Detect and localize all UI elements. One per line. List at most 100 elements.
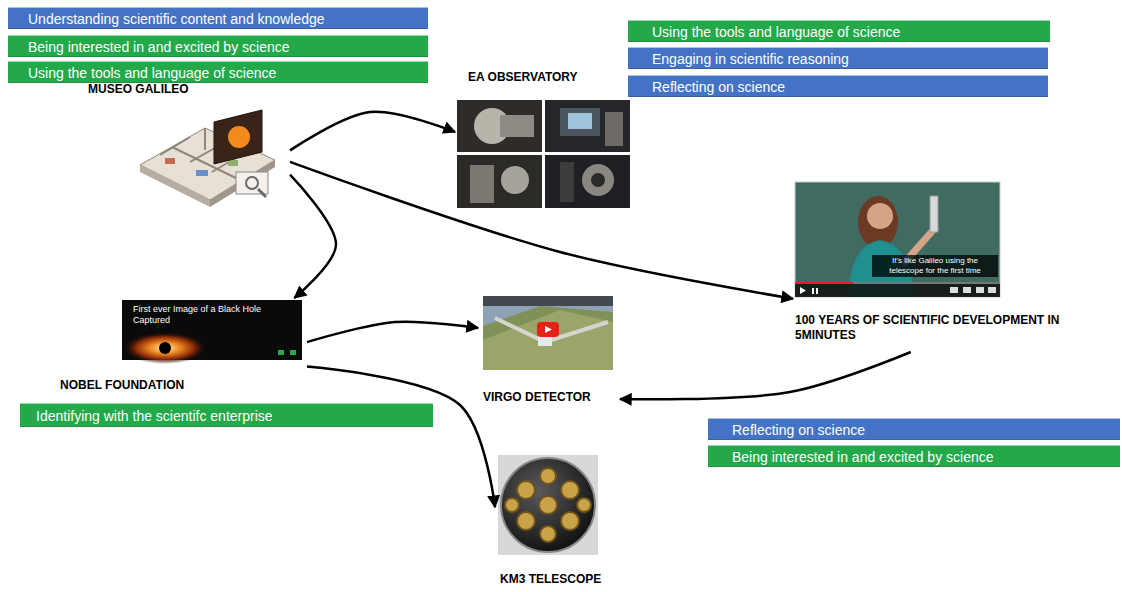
flow-arrow [620, 352, 911, 399]
museum-floorplan-part [196, 170, 208, 176]
video-frame-part [867, 203, 893, 229]
resource-title: 100 YEARS OF SCIENTIFIC DEVELOPMENT IN 5… [795, 313, 1095, 343]
km3-module-part [505, 498, 519, 512]
video-frame-part [795, 282, 1000, 297]
flow-arrow [307, 322, 478, 342]
km3-module-part [577, 498, 591, 512]
observatory-photos-part [501, 166, 529, 194]
outcome-band: Reflecting on science [628, 75, 1048, 97]
virgo-video-part [483, 296, 613, 370]
resource-node: MUSEO GALILEO [85, 80, 290, 208]
video-frame-part [930, 196, 938, 232]
outcome-text: Identifying with the scientifc enterpris… [36, 407, 273, 425]
museum-floorplan-part [165, 158, 175, 164]
black-hole-image-part [290, 350, 296, 355]
outcome-band: Being interested in and excited by scien… [8, 35, 428, 57]
outcome-band: Using the tools and language of science [8, 61, 428, 83]
outcome-text: Being interested in and excited by scien… [28, 38, 290, 56]
resource-node: VIRGO DETECTOR [478, 294, 620, 407]
virgo-video [483, 296, 613, 370]
museum-floorplan [140, 110, 275, 207]
km3-module-part [540, 526, 556, 542]
resource-title: NOBEL FOUNDATION [60, 378, 184, 393]
outcome-text: Reflecting on science [732, 421, 865, 439]
resource-title: MUSEO GALILEO [88, 82, 189, 97]
resource-node: KM3 TELESCOPE [495, 452, 610, 590]
outcome-band: Identifying with the scientifc enterpris… [20, 403, 433, 427]
outcome-band: Using the tools and language of science [628, 20, 1050, 42]
video-frame-part [812, 288, 814, 294]
video-subtitle: It's like Galileo using the telescope fo… [872, 255, 998, 277]
observatory-photos-part [591, 173, 605, 187]
video-frame-part [988, 287, 996, 293]
resource-title: VIRGO DETECTOR [483, 390, 591, 405]
video-frame-part [816, 288, 818, 294]
museum-floorplan-part [214, 110, 262, 164]
observatory-photos-part [545, 155, 630, 208]
km3-module-part [561, 481, 579, 499]
km3-module [498, 455, 598, 555]
outcome-text: Being interested in and excited by scien… [732, 448, 994, 466]
observatory-photos-part [500, 115, 534, 137]
observatory-photos [457, 100, 630, 208]
outcome-text: Using the tools and language of science [28, 64, 276, 82]
outcome-band: Understanding scientific content and kno… [8, 7, 428, 29]
virgo-video-part [537, 322, 559, 337]
image-caption: First ever Image of a Black Hole Capture… [133, 304, 283, 326]
resource-title: KM3 TELESCOPE [500, 572, 601, 587]
flow-arrow [290, 175, 336, 298]
observatory-photos-part [582, 164, 614, 196]
video-frame-part [795, 282, 853, 284]
observatory-photos-part [568, 113, 592, 129]
museum-floorplan-part [140, 165, 210, 207]
observatory-photos-part [545, 100, 630, 152]
black-hole-image-part [278, 350, 284, 355]
outcome-text: Understanding scientific content and kno… [28, 10, 325, 28]
outcome-text: Reflecting on science [652, 78, 785, 96]
resource-node: EA OBSERVATORY [455, 68, 635, 210]
video-frame-part [800, 287, 806, 294]
km3-module-part [517, 512, 535, 530]
km3-module-part [561, 512, 579, 530]
video-frame [795, 182, 1000, 297]
observatory-photos-part [560, 162, 574, 202]
black-hole-image-part [159, 342, 171, 354]
virgo-video-part [538, 336, 552, 346]
museum-floorplan-part [228, 160, 238, 166]
outcome-band: Reflecting on science [708, 418, 1120, 440]
resource-title: EA OBSERVATORY [468, 70, 578, 85]
video-frame-part [795, 182, 1000, 297]
observatory-photos-part [457, 155, 542, 208]
museum-floorplan-part [228, 126, 250, 148]
km3-module-part [501, 458, 595, 552]
flow-arrow [290, 112, 455, 151]
video-frame-part [950, 287, 958, 293]
km3-module-part [501, 458, 595, 552]
flow-arrow [307, 367, 495, 508]
museum-floorplan-part [258, 189, 266, 197]
flow-arrow [290, 162, 793, 299]
museum-floorplan-part [246, 177, 258, 189]
km3-module-part [498, 455, 598, 555]
km3-module-part [517, 481, 535, 499]
observatory-photos-part [560, 108, 600, 136]
museum-floorplan-part [236, 172, 268, 194]
km3-module-part [539, 496, 557, 514]
observatory-photos-part [470, 165, 494, 203]
video-frame-part [795, 282, 1000, 284]
outcome-text: Using the tools and language of science [652, 23, 900, 41]
video-frame-part [963, 287, 971, 293]
outcome-band: Being interested in and excited by scien… [708, 445, 1120, 467]
black-hole-image [122, 300, 302, 364]
video-frame-part [795, 182, 1000, 297]
observatory-photos-part [605, 112, 623, 146]
outcome-text: Engaging in scientific reasoning [652, 50, 849, 68]
observatory-photos-part [457, 100, 542, 152]
km3-module-part [540, 468, 556, 484]
black-hole-image-part [123, 332, 207, 364]
virgo-video-part [545, 326, 552, 333]
video-frame-part [976, 287, 984, 293]
video-frame-part [858, 196, 898, 248]
outcome-band: Engaging in scientific reasoning [628, 47, 1048, 69]
